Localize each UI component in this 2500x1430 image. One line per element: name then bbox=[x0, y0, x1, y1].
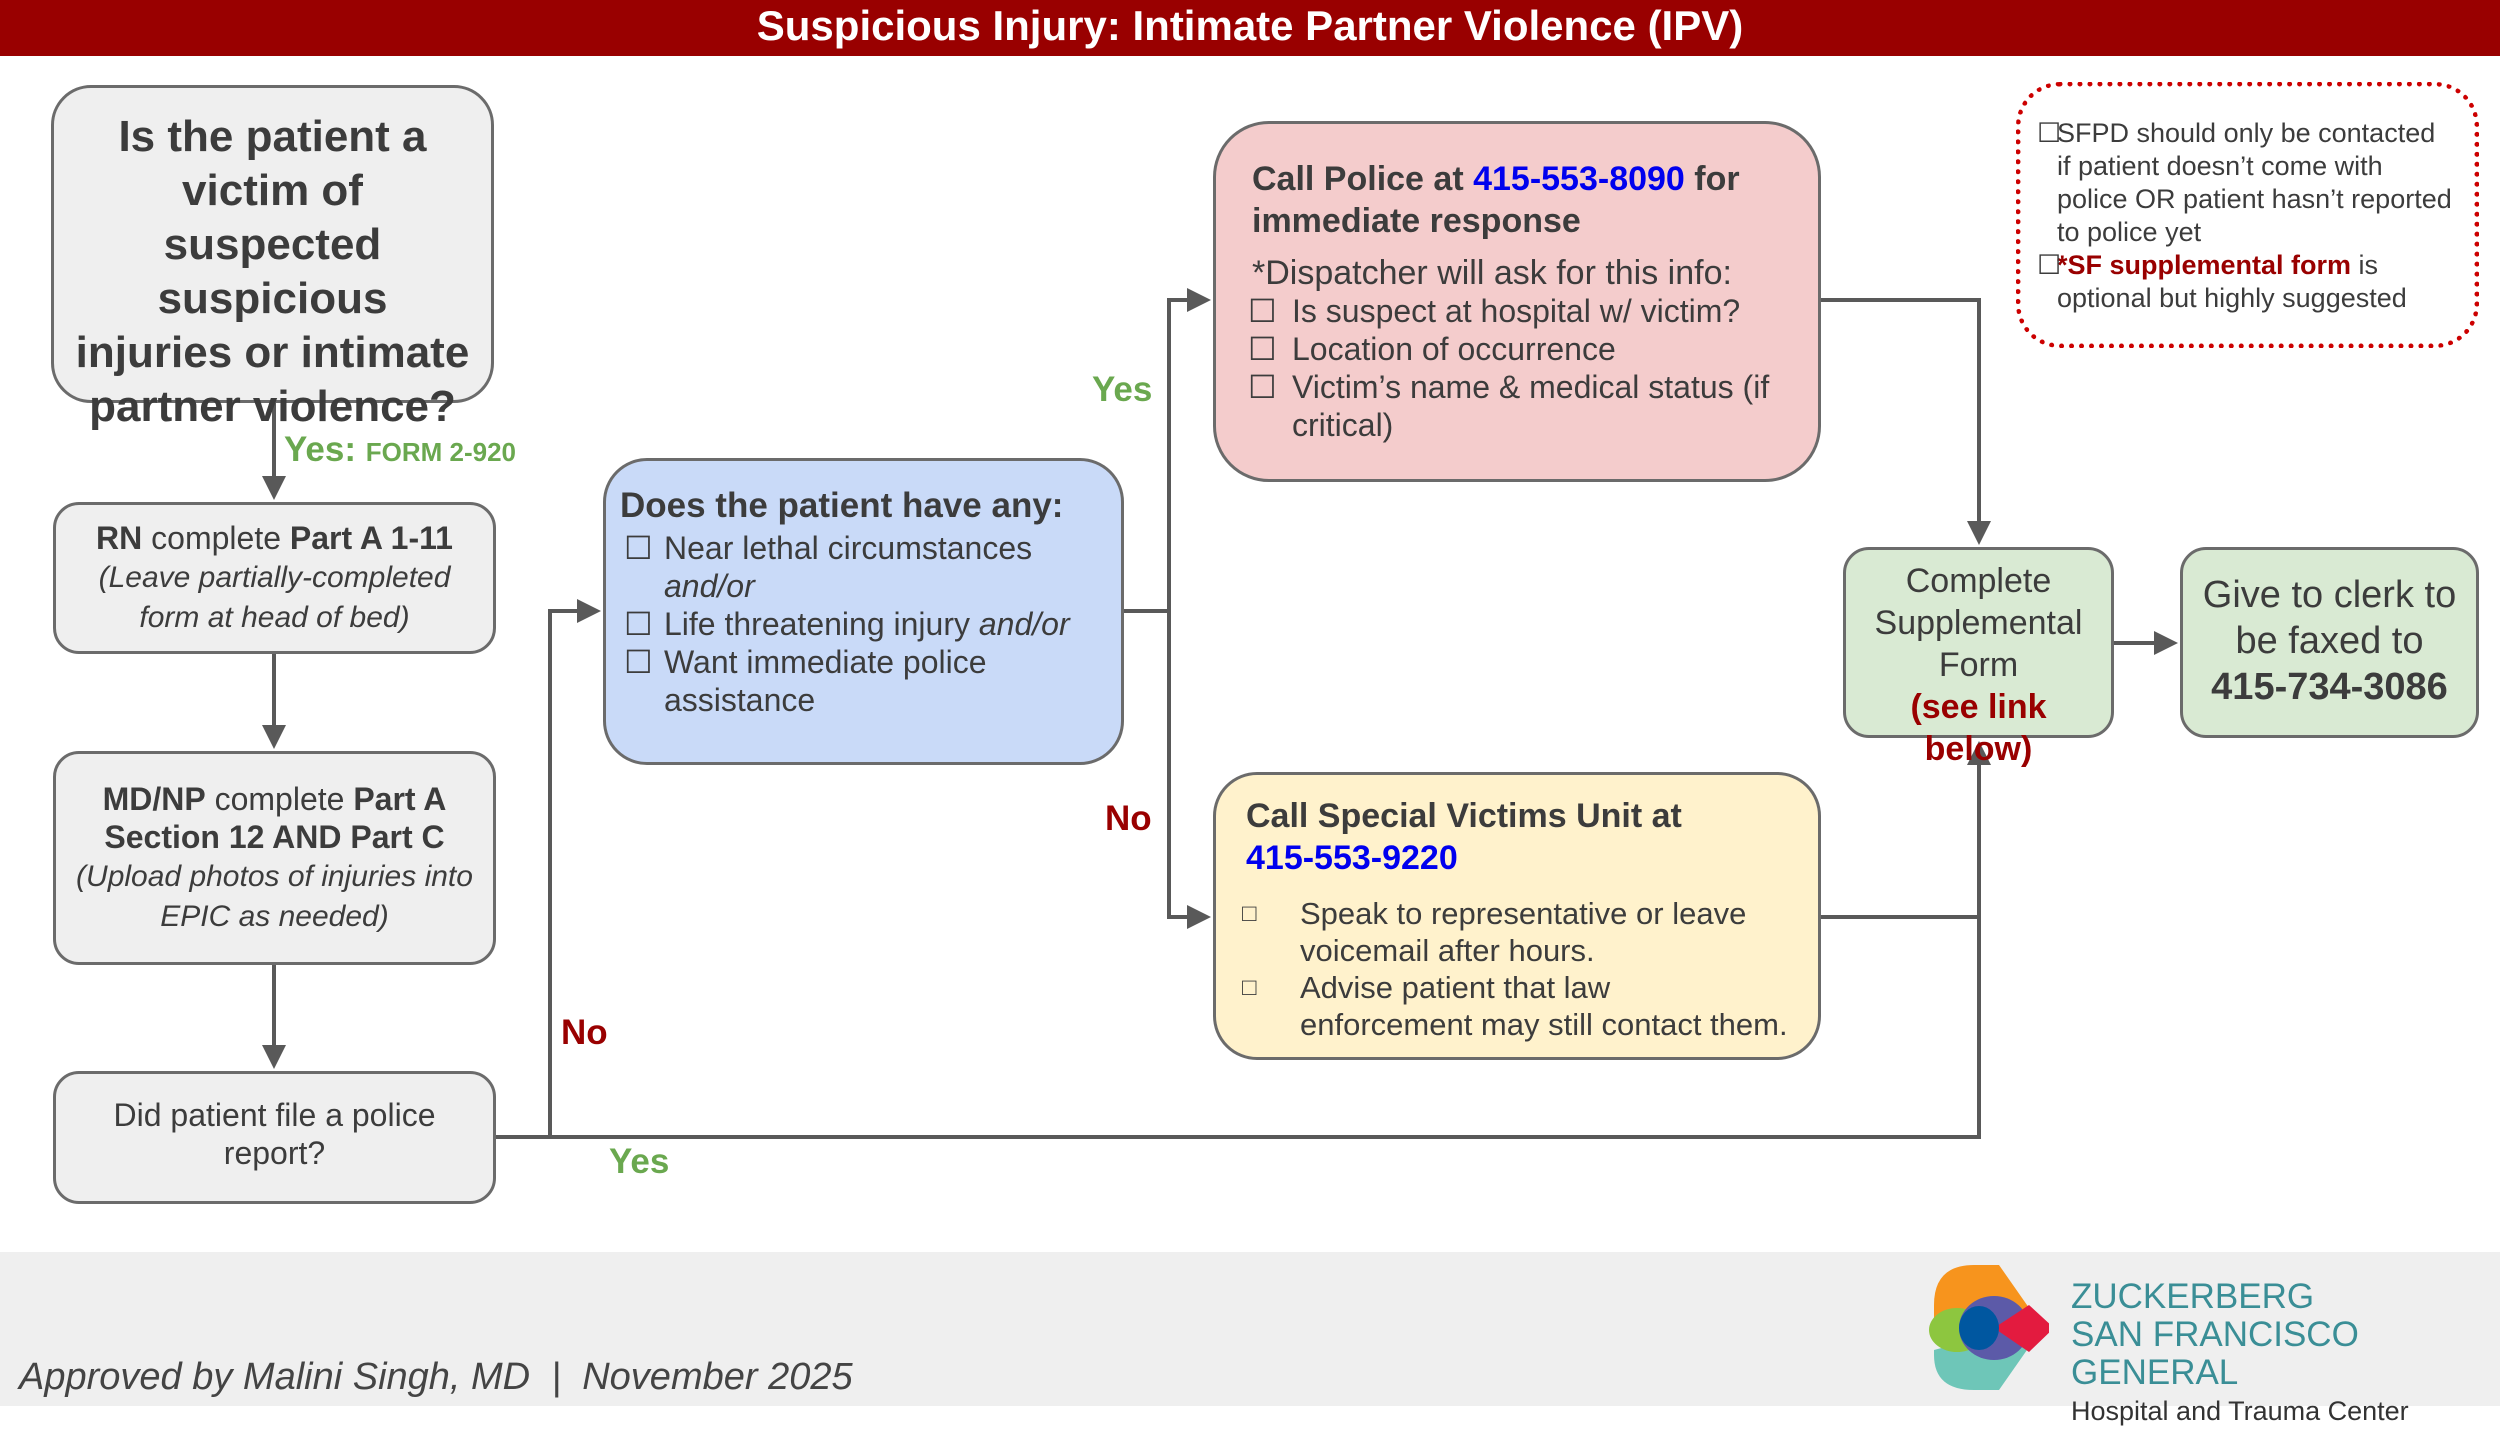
police-checklist-item[interactable]: Is suspect at hospital w/ victim? bbox=[1244, 292, 1782, 330]
md-part: Part A Section 12 AND Part C bbox=[104, 781, 447, 855]
yes-label: Yes: bbox=[284, 430, 356, 469]
svu-heading: Call Special Victims Unit at 415-553-9220 bbox=[1246, 795, 1788, 879]
no-label-assess: No bbox=[1105, 799, 1152, 838]
yes-label-report: Yes bbox=[609, 1142, 670, 1181]
svu-box: Call Special Victims Unit at 415-553-9220… bbox=[1213, 772, 1821, 1060]
item-text: Want immediate police assistance bbox=[664, 644, 987, 718]
yes-form-label: Yes: FORM 2-920 bbox=[284, 430, 516, 470]
yes-label-assess: Yes bbox=[1092, 370, 1153, 409]
rn-text: complete bbox=[142, 520, 290, 556]
dispatcher-note: *Dispatcher will ask for this info: bbox=[1252, 254, 1732, 292]
supplemental-text: Complete Supplemental Form bbox=[1874, 562, 2083, 684]
md-role: MD/NP bbox=[102, 781, 206, 817]
svu-pre: Call Special Victims Unit at bbox=[1246, 797, 1682, 835]
logo-line-3: Hospital and Trauma Center bbox=[2071, 1396, 2409, 1426]
logo-mark-icon bbox=[1929, 1265, 2049, 1390]
assessment-item[interactable]: Life threatening injury and/or bbox=[620, 605, 1107, 643]
footer: Approved by Malini Singh, MD | November … bbox=[0, 1252, 2500, 1426]
clerk-box: Give to clerk to be faxed to 415-734-308… bbox=[2180, 547, 2479, 738]
approval-text: Approved by Malini Singh, MD | November … bbox=[19, 1356, 853, 1398]
rn-part: Part A 1-11 bbox=[289, 520, 453, 556]
arrow-report-supplemental bbox=[496, 741, 1991, 1139]
logo-line-2: SAN FRANCISCO GENERAL bbox=[2071, 1315, 2359, 1392]
item-emphasis: and/or bbox=[664, 568, 755, 604]
supplemental-form-box: Complete Supplemental Form (see link bel… bbox=[1843, 547, 2114, 768]
svu-checklist-item[interactable]: Speak to representative or leave voicema… bbox=[1238, 895, 1788, 969]
rn-role: RN bbox=[96, 520, 143, 556]
supplemental-link[interactable]: (see link below) bbox=[1910, 688, 2047, 768]
hospital-logo: ZUCKERBERG SAN FRANCISCO GENERAL Hospita… bbox=[1929, 1260, 2479, 1426]
question-box: Is the patient a victim of suspected sus… bbox=[51, 85, 494, 431]
police-pre: Call Police at bbox=[1252, 160, 1474, 198]
police-heading: Call Police at 415-553-8090 for immediat… bbox=[1252, 158, 1782, 242]
md-box: MD/NP complete Part A Section 12 AND Par… bbox=[53, 751, 496, 965]
assessment-title: Does the patient have any: bbox=[620, 486, 1064, 525]
item-text: Near lethal circumstances bbox=[664, 530, 1033, 566]
sf-form-emphasis: *SF supplemental form bbox=[2057, 250, 2352, 280]
svu-phone[interactable]: 415-553-9220 bbox=[1246, 839, 1458, 877]
arrow-assess-police bbox=[1167, 288, 1211, 917]
logo-line-1: ZUCKERBERG bbox=[2071, 1277, 2315, 1316]
item-emphasis: and/or bbox=[978, 606, 1070, 642]
form-number: FORM 2-920 bbox=[365, 437, 516, 467]
police-phone[interactable]: 415-553-8090 bbox=[1473, 160, 1685, 198]
assessment-box: Does the patient have any: Near lethal c… bbox=[603, 458, 1124, 765]
arrow-report-assess bbox=[548, 599, 601, 1137]
note-item[interactable]: *SF supplemental form is optional but hi… bbox=[2033, 249, 2454, 315]
arrow-assess-svu bbox=[1167, 611, 1211, 929]
police-post: for immediate response bbox=[1252, 160, 1740, 240]
call-police-box: Call Police at 415-553-8090 for immediat… bbox=[1213, 121, 1821, 482]
page-title: Suspicious Injury: Intimate Partner Viol… bbox=[0, 0, 2500, 56]
md-text: complete bbox=[205, 781, 354, 817]
assessment-item[interactable]: Want immediate police assistance bbox=[620, 643, 1107, 719]
item-text: Life threatening injury bbox=[664, 606, 979, 642]
note-item[interactable]: SFPD should only be contacted if patient… bbox=[2033, 117, 2454, 249]
police-report-box: Did patient file a police report? bbox=[53, 1071, 496, 1204]
rn-box: RN complete Part A 1-11 (Leave partially… bbox=[53, 502, 496, 654]
arrow-police-supplemental bbox=[1821, 298, 1991, 545]
no-label-report: No bbox=[561, 1013, 608, 1052]
fax-number: 415-734-3086 bbox=[2211, 666, 2448, 708]
police-checklist-item[interactable]: Location of occurrence bbox=[1244, 330, 1782, 368]
md-note: (Upload photos of injuries into EPIC as … bbox=[76, 860, 473, 933]
note-box: SFPD should only be contacted if patient… bbox=[2016, 82, 2479, 348]
assessment-item[interactable]: Near lethal circumstances and/or bbox=[620, 529, 1107, 605]
rn-note: (Leave partially-completed form at head … bbox=[98, 561, 451, 634]
note-text: is optional but highly suggested bbox=[2057, 250, 2407, 313]
svu-checklist-item[interactable]: Advise patient that law enforcement may … bbox=[1238, 969, 1788, 1043]
police-checklist-item[interactable]: Victim’s name & medical status (if criti… bbox=[1244, 368, 1782, 444]
clerk-text: Give to clerk to be faxed to bbox=[2202, 574, 2457, 662]
